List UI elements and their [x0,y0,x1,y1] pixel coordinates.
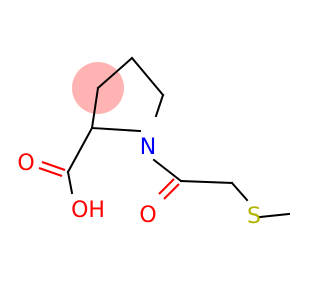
ring-bond-c4-c5 [130,56,165,97]
sulfur-atom-label: S [247,204,261,229]
bond-c2-carboxyl [66,126,94,174]
bond-amide-double-o-b [158,178,175,195]
ring-bond-n-c2 [90,126,142,133]
nitrogen-atom-label: N [140,135,156,160]
bond-amide-double-o-a [163,183,180,200]
bond-n-carbonyl [152,158,183,183]
amide-carbonyl-oxygen-label: O [139,203,156,228]
hydroxyl-label: OH [71,198,105,223]
ring-bond-c3-c4 [96,56,134,90]
ring-bond-c2-c3 [90,86,100,130]
bond-carbonyl-ch2 [179,179,234,185]
bond-sulfur-methyl [258,212,291,219]
ring-bond-c5-n [154,93,165,118]
bond-carboxyl-oh [66,170,74,195]
bond-carboxyl-double-o-a [41,161,66,171]
molecule-diagram: N O OH O S [17,56,291,229]
acid-carbonyl-oxygen-label: O [17,151,34,176]
bond-carboxyl-double-o-b [38,167,63,177]
bond-ch2-sulfur [230,181,249,202]
